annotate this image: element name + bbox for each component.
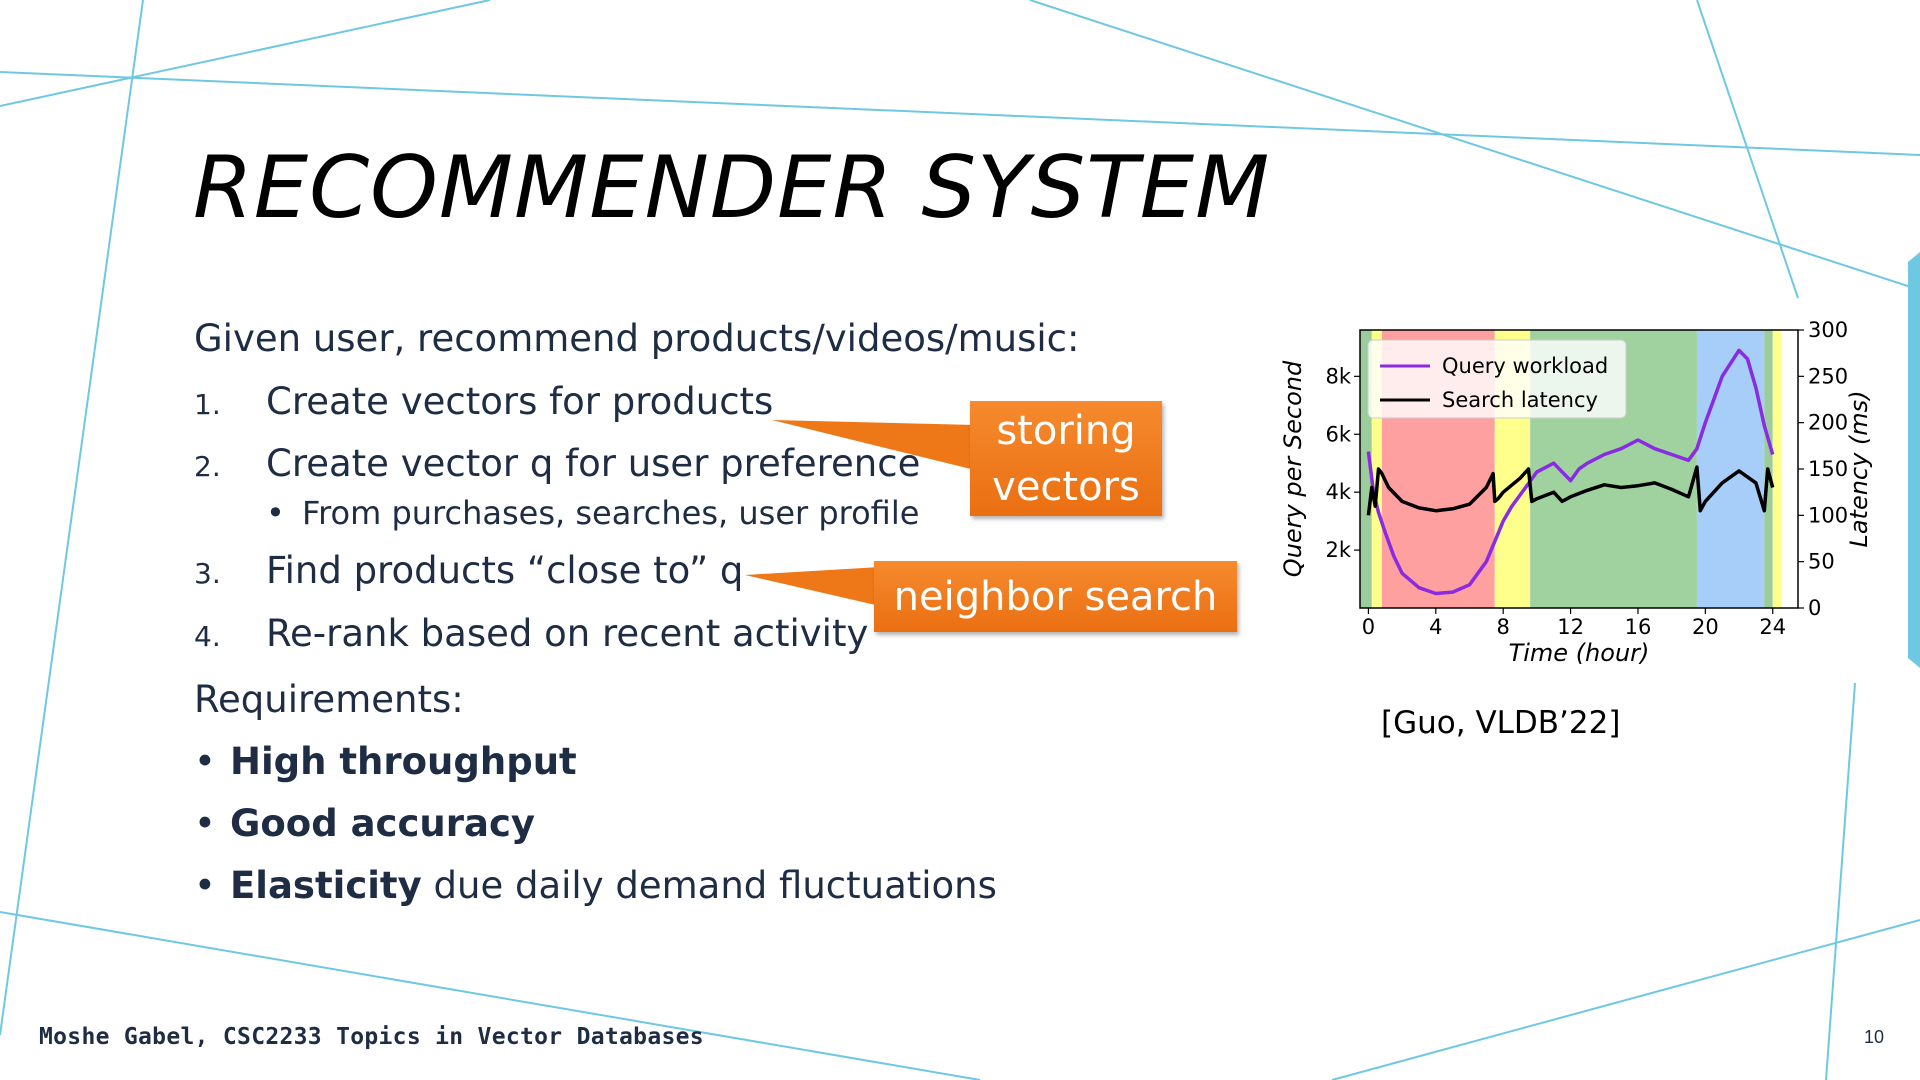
series-line xyxy=(1366,465,1775,516)
corner-accent xyxy=(1908,252,1920,668)
callout-neighbor-search: neighbor search xyxy=(874,561,1237,632)
legend-label: Search latency xyxy=(1442,388,1598,412)
deco-line xyxy=(0,911,981,1080)
legend-label: Query workload xyxy=(1442,354,1608,378)
x-tick-label: 24 xyxy=(1759,615,1786,639)
chart-band xyxy=(1696,330,1765,608)
deco-line xyxy=(1029,0,1920,291)
x-tick-label: 12 xyxy=(1557,615,1584,639)
y-right-tick-label: 100 xyxy=(1808,503,1848,527)
deco-line xyxy=(1696,0,1799,299)
requirement-bold: High throughput xyxy=(230,740,577,783)
bullet-glyph: • xyxy=(266,494,285,532)
deco-line xyxy=(0,0,491,107)
x-axis-label: Time (hour) xyxy=(1509,639,1650,667)
requirement-item: • High throughput xyxy=(194,740,577,783)
list-item: 4. Re-rank based on recent activity xyxy=(194,612,868,655)
intro-text: Given user, recommend products/videos/mu… xyxy=(194,317,1080,360)
sub-bullet: • From purchases, searches, user profile xyxy=(266,494,919,532)
list-text: Create vector q for user preference xyxy=(266,442,921,485)
y-left-tick-label: 2k xyxy=(1325,538,1351,562)
list-number: 2. xyxy=(194,450,221,483)
x-tick-label: 8 xyxy=(1497,615,1510,639)
deco-line xyxy=(1825,682,1856,1080)
x-tick-label: 16 xyxy=(1625,615,1652,639)
x-tick-label: 0 xyxy=(1362,615,1375,639)
y-right-tick-label: 50 xyxy=(1808,550,1835,574)
list-number: 1. xyxy=(194,388,221,421)
list-text: Find products “close to” q xyxy=(266,549,744,592)
citation: [Guo, VLDB’22] xyxy=(1381,705,1621,741)
deco-line xyxy=(0,0,144,1036)
y-left-tick-label: 4k xyxy=(1325,480,1351,504)
list-text: Create vectors for products xyxy=(266,380,774,423)
requirement-item: • Elasticity due daily demand fluctuation… xyxy=(194,864,997,907)
series-line xyxy=(1366,348,1775,596)
list-item: 3. Find products “close to” q xyxy=(194,549,743,592)
bullet-glyph: • xyxy=(194,802,216,845)
bullet-glyph: • xyxy=(194,740,216,783)
chart-band xyxy=(1772,330,1782,608)
callout-storing-vectors: storing vectors xyxy=(970,401,1162,516)
y-left-tick-label: 6k xyxy=(1325,422,1351,446)
legend-box xyxy=(1367,339,1627,419)
sub-bullet-text: From purchases, searches, user profile xyxy=(302,494,920,532)
page-number: 10 xyxy=(1864,1027,1885,1047)
list-item: 1. Create vectors for products xyxy=(194,380,773,423)
deco-line xyxy=(1331,919,1920,1080)
requirement-bold: Elasticity xyxy=(230,864,422,907)
callout-line: storing xyxy=(996,407,1136,454)
callout-line: vectors xyxy=(992,463,1140,510)
chart-band xyxy=(1781,330,1798,608)
requirements-heading: Requirements: xyxy=(194,678,464,721)
workload-latency-chart: 0 4 8 12 16 20 24 2k 4k 6k 8k 0 50 100 150 200 250 300Tim… xyxy=(1279,318,1873,667)
y-left-axis-label: Query per Second xyxy=(1279,360,1307,577)
slide-title: RECOMMENDER SYSTEM xyxy=(193,138,1271,238)
y-left-tick-label: 8k xyxy=(1325,364,1351,388)
y-right-tick-label: 0 xyxy=(1808,596,1821,620)
callout-pointer xyxy=(745,567,880,606)
y-right-axis-label: Latency (ms) xyxy=(1845,390,1873,547)
y-right-tick-label: 150 xyxy=(1808,457,1848,481)
y-right-tick-label: 250 xyxy=(1808,364,1848,388)
requirement-item: • Good accuracy xyxy=(194,802,535,845)
x-tick-label: 4 xyxy=(1429,615,1442,639)
callout-pointer xyxy=(772,420,975,470)
deco-line xyxy=(0,71,1920,156)
list-number: 3. xyxy=(194,557,221,590)
x-tick-label: 20 xyxy=(1692,615,1719,639)
list-item: 2. Create vector q for user preference xyxy=(194,442,920,485)
footer-author-course: Moshe Gabel, CSC2233 Topics in Vector Da… xyxy=(39,1024,704,1050)
y-right-tick-label: 200 xyxy=(1808,411,1848,435)
y-right-tick-label: 300 xyxy=(1808,318,1848,342)
list-text: Re-rank based on recent activity xyxy=(266,612,869,655)
list-number: 4. xyxy=(194,620,221,653)
requirement-bold: Good accuracy xyxy=(230,802,536,845)
bullet-glyph: • xyxy=(194,864,216,907)
chart-band xyxy=(1360,330,1372,608)
requirement-rest: due daily demand fluctuations xyxy=(421,864,997,907)
